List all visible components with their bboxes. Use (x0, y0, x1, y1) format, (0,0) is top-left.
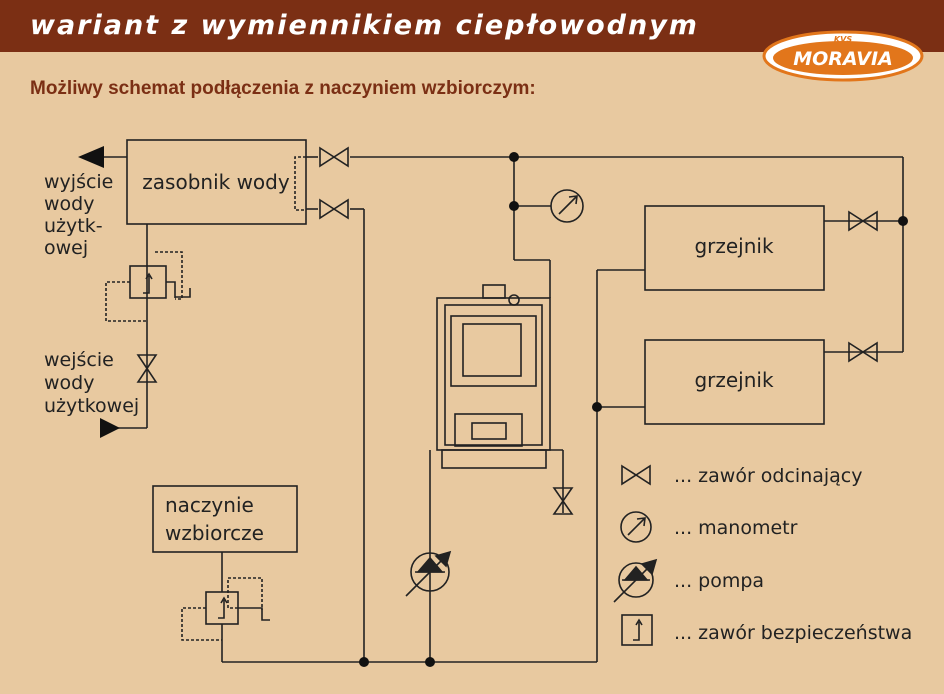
legend-pump-text: ... pompa (674, 570, 764, 592)
moravia-logo: KVS MORAVIA (762, 30, 924, 82)
expansion-vessel-label-line1: naczynie (165, 493, 254, 517)
radiator-top-label: grzejnik (694, 234, 774, 258)
inlet-label-line3: użytkowej (44, 395, 139, 417)
expansion-vessel-label-line2: wzbiorcze (165, 521, 264, 545)
header-bar: wariant z wymiennikiem ciepłowodnym (0, 0, 944, 52)
expansion-vessel-box (152, 485, 298, 553)
radiator-bottom-label: grzejnik (694, 368, 774, 392)
shutoff-valve-icon (848, 341, 878, 363)
header-title: wariant z wymiennikiem ciepłowodnym (30, 10, 699, 41)
pump-icon (405, 550, 452, 597)
legend-shutoff-valve-icon (621, 464, 651, 486)
outlet-arrow-icon (78, 146, 104, 168)
manometer-icon (550, 189, 584, 223)
logo-brand-text: MORAVIA (793, 48, 893, 70)
outlet-label-line3: użytk- (44, 215, 103, 237)
radiator-bottom-box (644, 339, 825, 425)
logo-top-text: KVS (834, 35, 852, 44)
outlet-label-line4: owej (44, 237, 88, 259)
junction-dot (509, 201, 519, 211)
inlet-label-line1: wejście (44, 349, 114, 371)
shutoff-valve-icon (552, 487, 574, 515)
water-tank-box (126, 139, 307, 225)
outlet-label-line1: wyjście (44, 171, 113, 193)
junction-dot (592, 402, 602, 412)
legend-safety-valve-icon (621, 614, 653, 646)
legend-shutoff-valve-text: ... zawór odcinający (674, 465, 863, 487)
boiler-body (436, 297, 551, 451)
outlet-label-line2: wody (44, 193, 94, 215)
page-subtitle: Możliwy schemat podłączenia z naczyniem … (30, 78, 536, 99)
inlet-arrow-icon (100, 418, 120, 438)
junction-dot (359, 657, 369, 667)
junction-dot (898, 216, 908, 226)
junction-dot (509, 152, 519, 162)
shutoff-valve-icon (319, 198, 349, 220)
radiator-top-box (644, 205, 825, 291)
legend-manometer-text: ... manometr (674, 517, 798, 539)
inlet-label-line2: wody (44, 372, 94, 394)
shutoff-valve-icon (848, 210, 878, 232)
legend-safety-valve-text: ... zawór bezpieczeństwa (674, 622, 912, 644)
shutoff-valve-icon (319, 146, 349, 168)
water-tank-label: zasobnik wody (142, 170, 290, 194)
legend-pump-icon (613, 558, 658, 603)
junction-dot (425, 657, 435, 667)
shutoff-valve-icon (136, 354, 158, 383)
legend-manometer-icon (620, 511, 652, 543)
